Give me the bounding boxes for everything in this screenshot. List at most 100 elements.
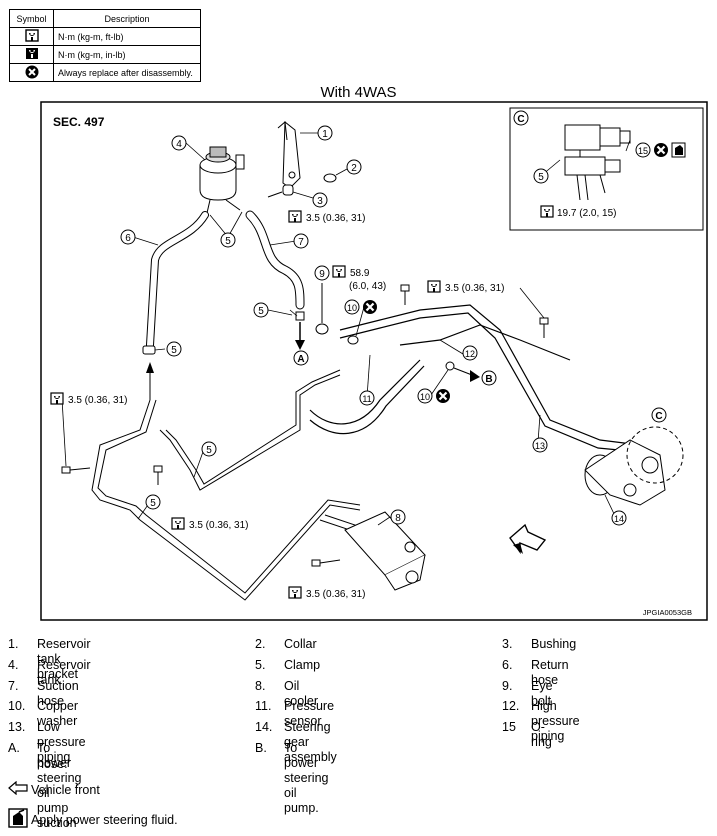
callout-C-label: C [655, 411, 662, 422]
callout-5a-label: 5 [225, 236, 231, 247]
callout-5d-label: 5 [206, 445, 212, 456]
callout-3-label: 3 [317, 196, 323, 207]
callout-4-label: 4 [176, 139, 182, 150]
callout-2-label: 2 [351, 163, 357, 174]
detail-fitting [564, 124, 631, 201]
replace-icon-10a [361, 298, 379, 316]
apply-fluid-text: Apply power steering fluid. [31, 812, 178, 827]
symbol-description: Always replace after disassembly. [53, 63, 201, 82]
callout-A-label: A [297, 354, 304, 365]
apply-fluid-note: Apply power steering fluid. [8, 808, 178, 831]
pressure-piping [309, 304, 641, 453]
callout-B-label: B [485, 374, 492, 385]
callout-11-label: 11 [362, 394, 371, 404]
callout-12-label: 12 [465, 349, 475, 359]
bolt-shape [267, 191, 283, 198]
callout-5d: 5 [201, 441, 217, 457]
oil-cooler [344, 511, 426, 591]
torque-6: 3.5 (0.36, 31) [306, 589, 365, 600]
torque-2b: (6.0, 43) [349, 281, 386, 292]
callout-12: 12 [462, 345, 478, 361]
replace-icon-10b [434, 387, 452, 405]
torque-icon-7 [540, 205, 554, 218]
callout-7-label: 7 [298, 237, 304, 248]
legend-item-continuation: hose. [37, 757, 68, 771]
callout-10a: 10 [344, 299, 360, 315]
callout-10b-label: 10 [420, 392, 430, 402]
front-arrow-icon [8, 780, 28, 798]
torque-7: 19.7 (2.0, 15) [557, 208, 616, 219]
vehicle-front-arrow [509, 523, 547, 555]
callout-15-label: 15 [638, 146, 648, 156]
callout-10a-label: 10 [347, 303, 357, 313]
callout-14-label: 14 [614, 514, 624, 524]
diagram-frame [40, 101, 708, 621]
torque-5: 3.5 (0.36, 31) [189, 520, 248, 531]
bushing-shape [282, 184, 294, 196]
torque-4: 3.5 (0.36, 31) [68, 395, 127, 406]
return-hose [146, 211, 209, 349]
callout-6-label: 6 [125, 233, 131, 244]
callout-14: 14 [611, 510, 627, 526]
image-code: JPGIA0053GB [643, 608, 692, 617]
callout-5a: 5 [220, 232, 236, 248]
torque-2: 58.9 [350, 268, 370, 279]
callout-A: A [293, 350, 309, 366]
torque-wrench-icon [9, 27, 54, 46]
callout-5f-label: 5 [538, 172, 544, 183]
collar-shape [323, 173, 337, 183]
torque-icon-5 [171, 517, 185, 530]
replace-icon-15 [652, 141, 670, 159]
symbol-table: Symbol Description N·m (kg-m, ft-lb) N·m… [9, 9, 201, 82]
apply-fluid-icon [671, 142, 686, 158]
eye-bolt-shape [315, 323, 329, 335]
callout-9-label: 9 [319, 269, 325, 280]
callout-10b: 10 [417, 388, 433, 404]
callout-13: 13 [532, 437, 548, 453]
callout-6: 6 [120, 229, 136, 245]
callout-5b-label: 5 [258, 306, 264, 317]
section-label: SEC. 497 [53, 115, 105, 129]
variant-title: With 4WAS [320, 84, 397, 101]
callout-9: 9 [314, 265, 330, 281]
callout-4: 4 [171, 135, 187, 151]
callout-B: B [481, 370, 497, 386]
vehicle-front-note: Vehicle front [8, 780, 100, 798]
callout-13-label: 13 [535, 441, 545, 451]
callout-2: 2 [346, 159, 362, 175]
steering-gear [584, 439, 666, 506]
callout-3: 3 [312, 192, 328, 208]
callout-5b: 5 [253, 302, 269, 318]
callout-C: C [651, 407, 667, 423]
torque-icon-6 [288, 586, 302, 599]
torque-1: 3.5 (0.36, 31) [306, 213, 365, 224]
detail-c-box [509, 107, 704, 231]
callout-5e-label: 5 [150, 498, 156, 509]
callout-1: 1 [317, 125, 333, 141]
callout-8-label: 8 [395, 513, 401, 524]
detail-c-label: C [517, 114, 524, 125]
callout-5f: 5 [533, 168, 549, 184]
vehicle-front-text: Vehicle front [31, 782, 100, 797]
callout-7: 7 [293, 233, 309, 249]
reservoir-tank [199, 146, 245, 214]
callout-5c-label: 5 [171, 345, 177, 356]
callout-15: 15 [635, 142, 651, 158]
torque-icon-3 [427, 280, 441, 293]
torque-3: 3.5 (0.36, 31) [445, 283, 504, 294]
detail-c-badge [513, 110, 529, 126]
bolts [61, 284, 549, 567]
fluid-can-icon [8, 808, 28, 831]
callout-11: 11 [359, 390, 375, 406]
torque-icon-2 [332, 265, 346, 278]
callout-8: 8 [390, 509, 406, 525]
callout-1-label: 1 [322, 129, 328, 140]
reservoir-bracket [277, 120, 301, 189]
callout-5c: 5 [166, 341, 182, 357]
torque-icon-1 [288, 210, 302, 223]
pipe-lines [91, 369, 373, 601]
always-replace-icon [9, 63, 54, 82]
torque-icon-4 [50, 392, 64, 405]
callout-5e: 5 [145, 494, 161, 510]
